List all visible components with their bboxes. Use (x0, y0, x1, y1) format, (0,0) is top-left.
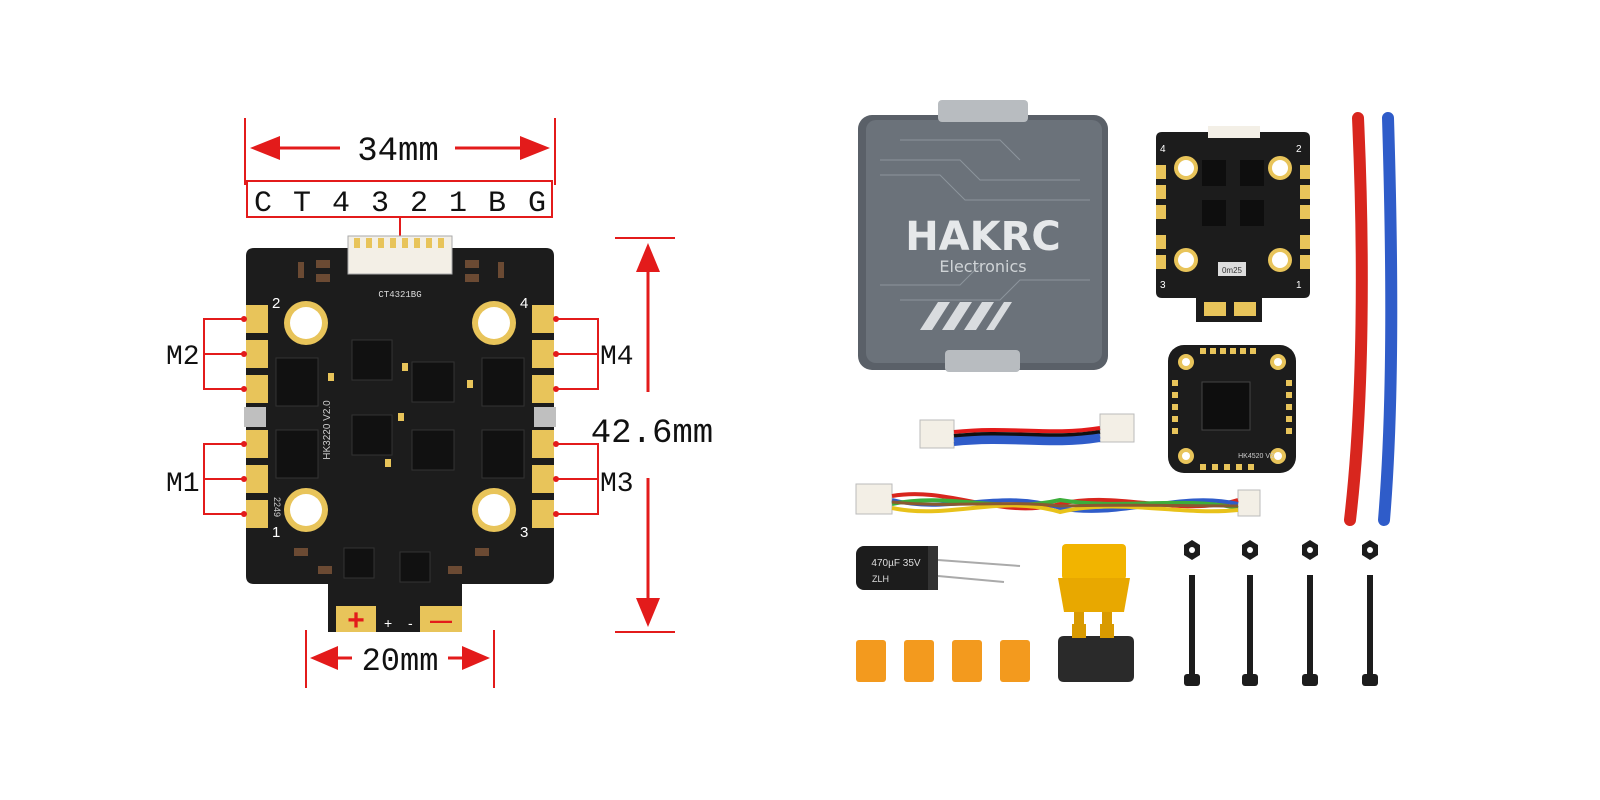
motor-label-m4: M4 (600, 342, 634, 373)
pad-number: 4 (1160, 144, 1166, 155)
mosfets (275, 339, 525, 583)
esc-dimension-diagram: 34mm C T 4 3 2 1 B G CT4321BG (166, 118, 713, 688)
pin-label: C (254, 187, 272, 221)
board-model-silk: HK3220 V2.0 (322, 400, 333, 460)
board-date-silk: 2249 (272, 497, 282, 517)
pin-label: 1 (449, 187, 467, 221)
package-contents: HAKRC Electronics 0m25 4 (855, 100, 1398, 686)
left-motor-pads (246, 305, 268, 528)
xt60-connector (1058, 544, 1134, 682)
svg-text:+: + (384, 615, 392, 631)
right-motor-pads (532, 305, 554, 528)
capacitor-value: 470µF 35V (871, 558, 920, 569)
esc-board (246, 248, 554, 632)
capacitor: 470µF 35V ZLH (856, 546, 1021, 590)
pad-number: 3 (520, 524, 528, 541)
pin-label: T (293, 187, 311, 221)
capacitor-brand: ZLH (872, 574, 889, 584)
motor-label-m3: M3 (600, 469, 634, 500)
pad-number: 3 (1160, 280, 1166, 291)
box-emblem (920, 302, 1012, 330)
positive-label: + (347, 604, 365, 637)
pad-number: 1 (272, 524, 280, 541)
pad-number: 1 (1296, 280, 1302, 291)
esc-board-photo: 0m25 4 2 3 1 (1156, 126, 1310, 322)
positive-pad (336, 606, 376, 632)
pin-label: B (488, 187, 506, 221)
arrow-left-icon (250, 136, 280, 160)
orange-caps (856, 640, 1030, 682)
motor-label-m2: M2 (166, 342, 200, 373)
arrow-up-icon (636, 243, 660, 272)
pad-number: 2 (1296, 144, 1302, 155)
esc-connector (347, 235, 453, 275)
arrow-down-icon (636, 598, 660, 627)
flight-controller-photo: HK4520 V2 (1168, 345, 1296, 473)
arrow-left-icon (310, 646, 338, 670)
esc-ribbon-cable (919, 413, 1135, 449)
arrow-right-icon (462, 646, 490, 670)
pad-number: 2 (272, 295, 280, 312)
mounting-holes (284, 301, 516, 532)
pin-label: 4 (332, 187, 350, 221)
mount-dimension-label: 20mm (362, 643, 439, 680)
motor-brackets (203, 318, 599, 515)
pin-label-box (246, 180, 553, 218)
negative-label: — (430, 608, 452, 633)
negative-pad (420, 606, 462, 632)
esc-chip-label: 0m25 (1222, 266, 1243, 275)
box-subtitle: Electronics (939, 257, 1026, 276)
pad-number: 4 (520, 295, 528, 312)
arrow-right-icon (520, 136, 550, 160)
svg-text:-: - (408, 615, 413, 631)
screws-and-nuts (1184, 540, 1378, 686)
width-dimension-label: 34mm (357, 133, 439, 171)
twisted-cable (855, 483, 1261, 517)
board-silk-pins: CT4321BG (378, 290, 421, 300)
motor-label-m1: M1 (166, 469, 200, 500)
box-brand-logo: HAKRC (905, 214, 1061, 260)
blue-power-wire (1378, 112, 1398, 526)
height-dimension-label: 42.6mm (591, 415, 713, 453)
pin-label: 3 (371, 187, 389, 221)
pin-label: G (528, 187, 546, 221)
storage-box: HAKRC Electronics (858, 100, 1108, 372)
red-power-wire (1344, 112, 1368, 526)
fc-model-silk: HK4520 V2 (1238, 453, 1274, 460)
pin-label: 2 (410, 187, 428, 221)
